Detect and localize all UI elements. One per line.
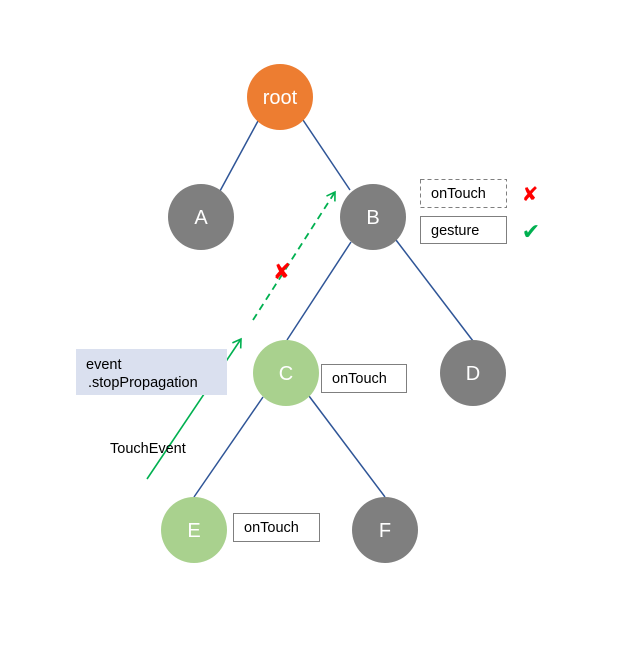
- e-ontouch-handler: onTouch: [233, 513, 320, 542]
- node-c: C: [253, 340, 319, 406]
- edge-c-e: [193, 396, 264, 498]
- b-gesture-allowed-mark: ✔: [522, 220, 540, 245]
- e-ontouch-label: onTouch: [244, 520, 299, 536]
- node-a: A: [168, 184, 234, 250]
- tree-edges: [193, 119, 474, 498]
- edge-b-c: [286, 241, 352, 341]
- node-f: F: [352, 497, 418, 563]
- node-f-label: F: [379, 520, 391, 542]
- node-c-label: C: [279, 363, 293, 385]
- node-d: D: [440, 340, 506, 406]
- b-ontouch-label: onTouch: [431, 186, 486, 202]
- node-root-label: root: [263, 87, 298, 109]
- blocked-propagation-arrow: [252, 190, 336, 321]
- edge-root-b: [302, 119, 351, 191]
- edge-c-f: [308, 395, 386, 498]
- b-ontouch-handler: onTouch: [420, 179, 507, 208]
- node-a-label: A: [194, 207, 208, 229]
- node-e-label: E: [187, 520, 200, 542]
- node-root: root: [247, 64, 313, 130]
- node-b-label: B: [366, 207, 379, 229]
- b-gesture-handler: gesture: [420, 216, 507, 244]
- stop-propagation-line2: .stopPropagation: [88, 375, 198, 391]
- node-b: B: [340, 184, 406, 250]
- c-ontouch-label: onTouch: [332, 371, 387, 387]
- stop-propagation-note: event .stopPropagation: [76, 349, 227, 395]
- node-e: E: [161, 497, 227, 563]
- stop-propagation-line1: event: [86, 357, 121, 373]
- c-ontouch-handler: onTouch: [321, 364, 407, 393]
- b-ontouch-blocked-mark: ✘: [522, 182, 539, 206]
- b-gesture-label: gesture: [431, 223, 479, 239]
- propagation-blocked-mark: ✘: [273, 260, 291, 285]
- touch-event-label: TouchEvent: [110, 441, 186, 457]
- node-d-label: D: [466, 363, 480, 385]
- edge-root-a: [219, 120, 259, 192]
- edge-b-d: [395, 239, 474, 342]
